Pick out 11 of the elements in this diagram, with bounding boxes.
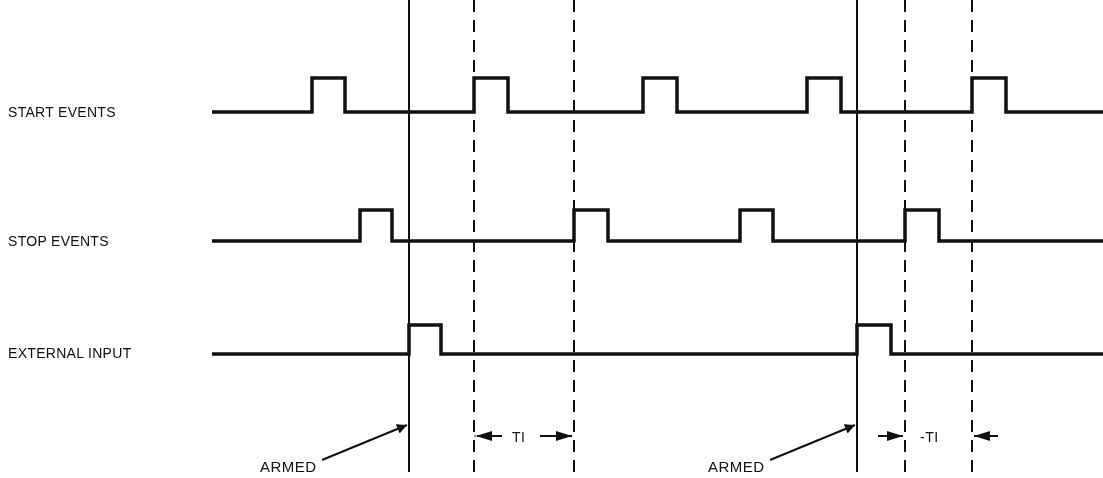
leader-line (321, 424, 408, 461)
signal-name: START EVENTS (8, 105, 116, 119)
marker-line (408, 0, 410, 472)
callout-label: ARMED (260, 459, 317, 474)
marker-line (856, 0, 858, 472)
dimension-label: -TI (920, 430, 939, 444)
signal-name: STOP EVENTS (8, 234, 109, 248)
signal-name: EXTERNAL INPUT (8, 346, 132, 360)
callout-label: ARMED (708, 459, 765, 474)
dimension-label: TI (512, 430, 526, 444)
leader-line (769, 424, 856, 461)
